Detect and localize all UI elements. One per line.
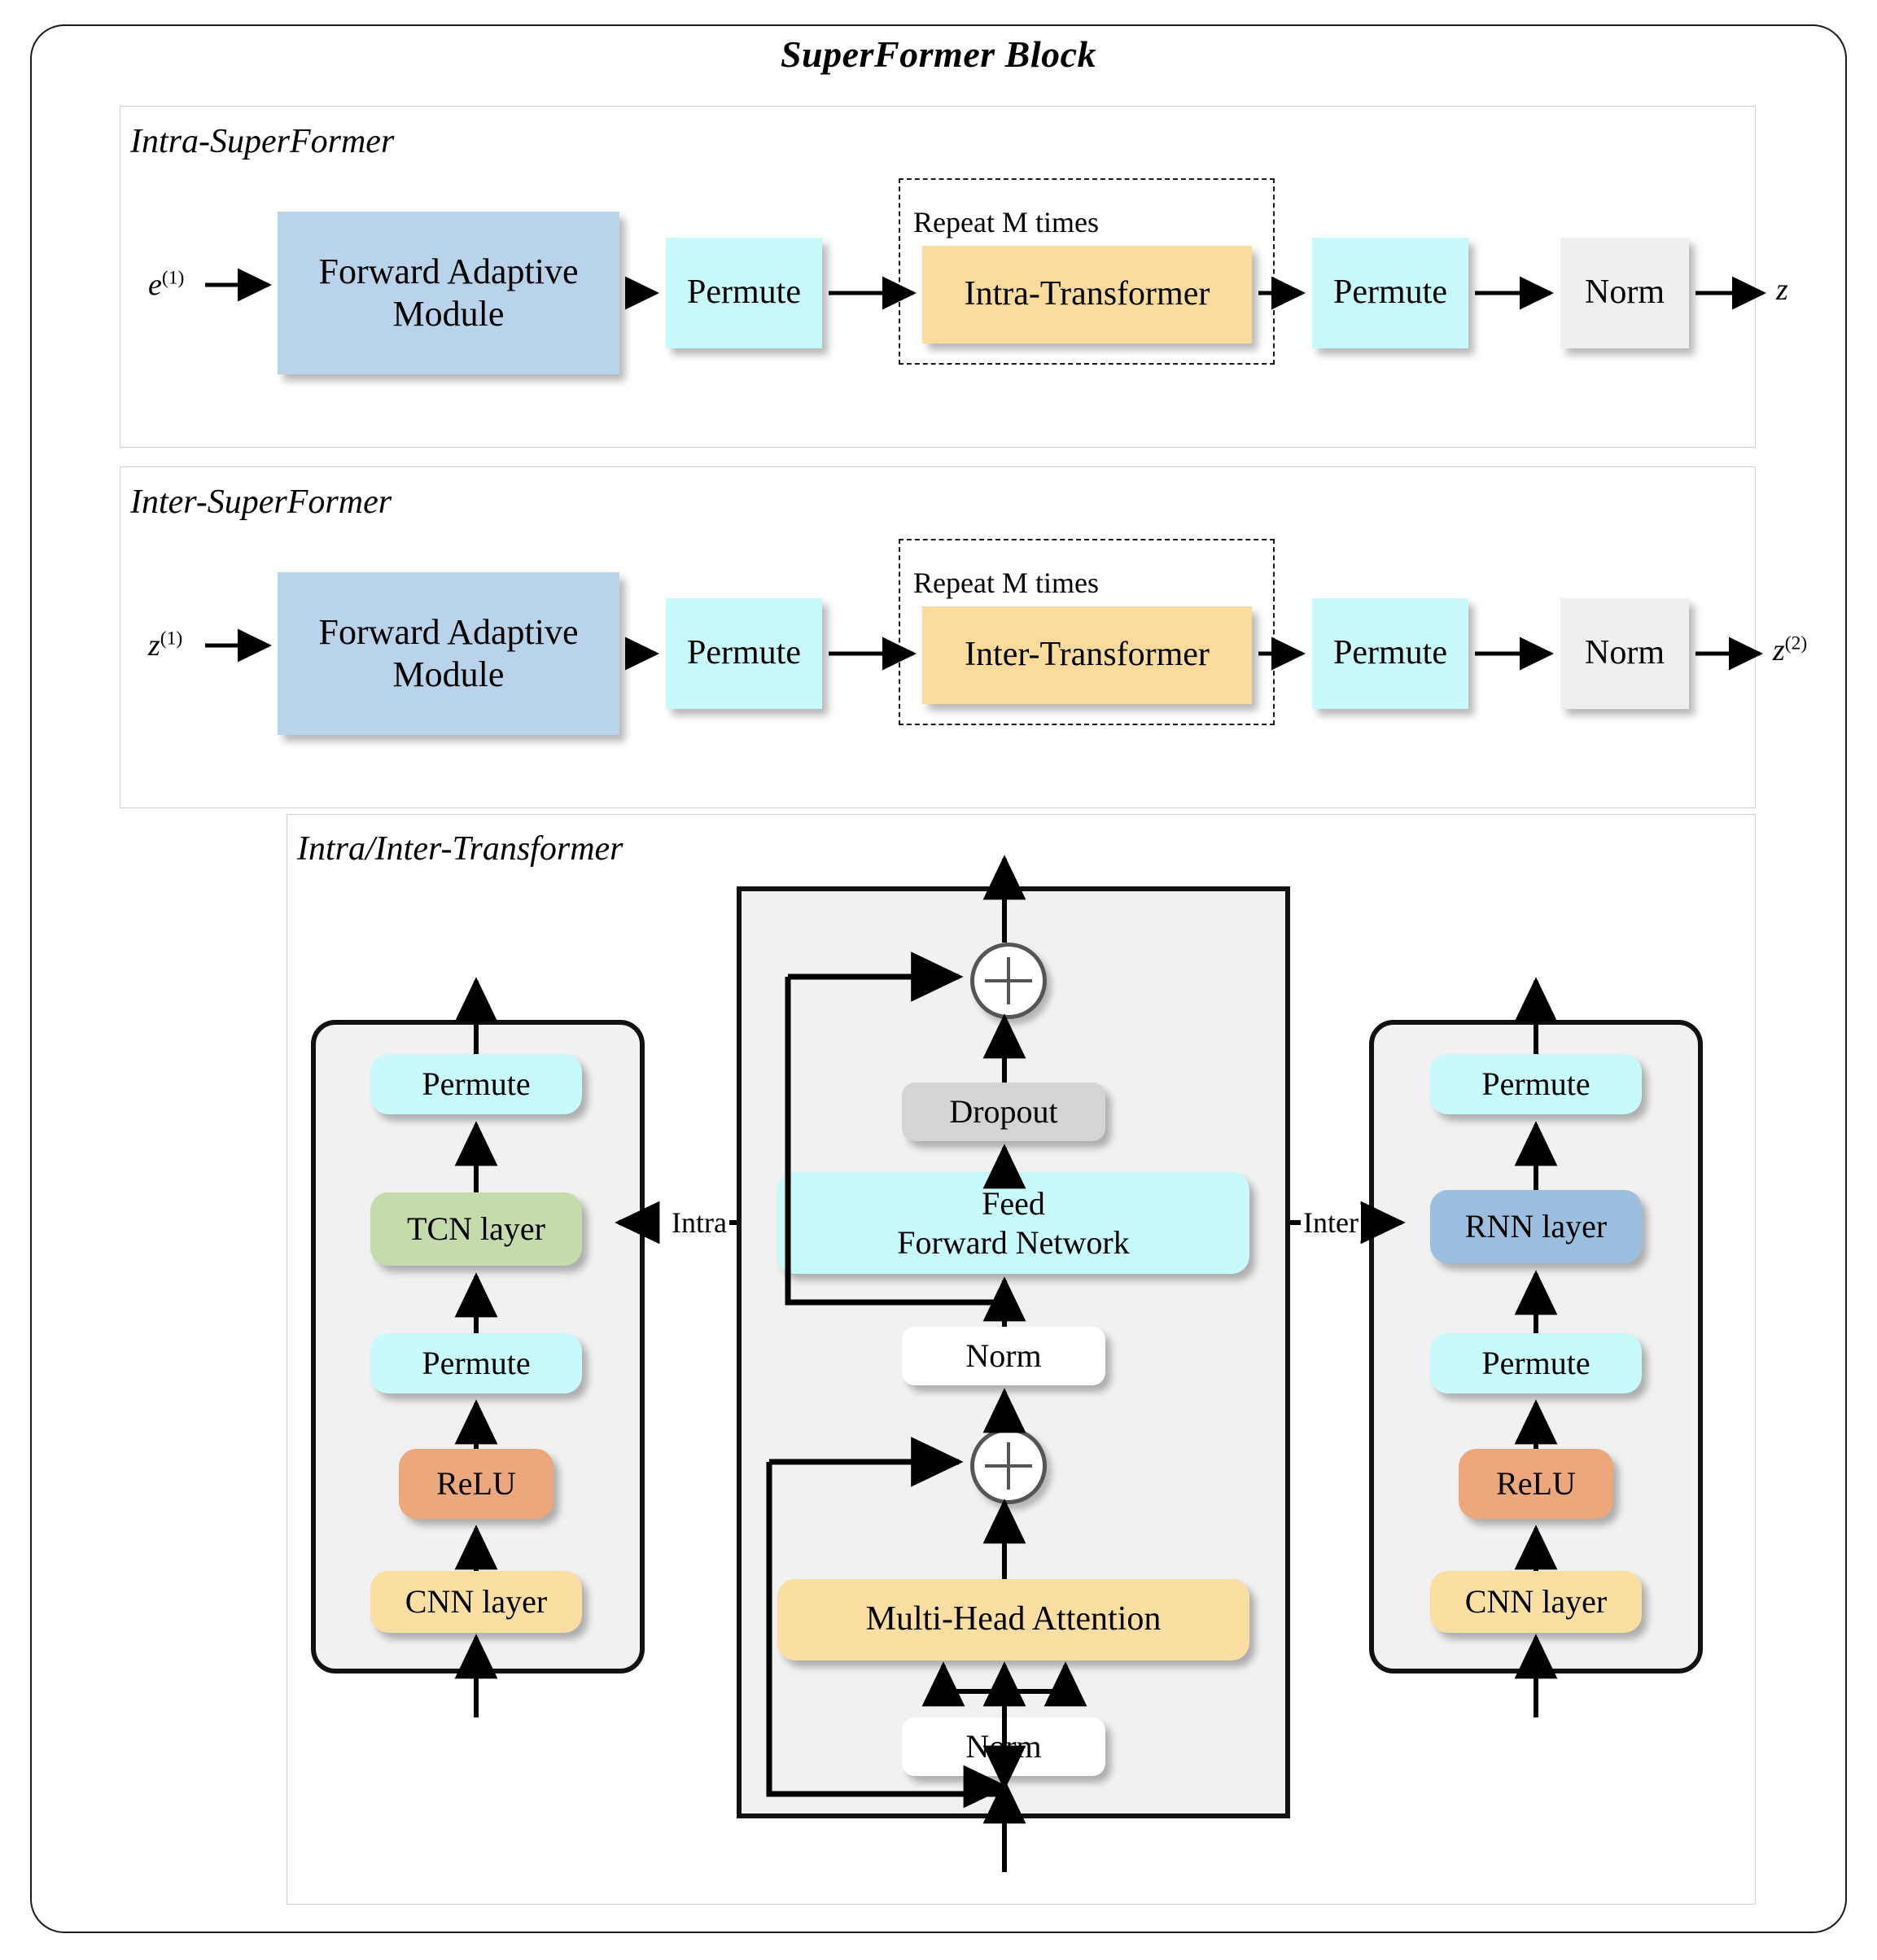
node-rnn-layer[interactable]: RNN layer	[1430, 1190, 1642, 1263]
output-label-intra: z	[1776, 273, 1788, 307]
node-norm-inter[interactable]: Norm	[1560, 598, 1689, 709]
node-norm-intra[interactable]: Norm	[1560, 238, 1689, 348]
outer-frame	[30, 24, 1847, 1933]
repeat-box-intra	[899, 178, 1275, 365]
node-cnn-layer-left[interactable]: CNN layer	[370, 1571, 582, 1633]
node-permute-left-top[interactable]: Permute	[370, 1054, 582, 1114]
add-icon-residual-1	[970, 1428, 1047, 1504]
connector-label-inter: Inter	[1301, 1205, 1361, 1240]
node-cnn-layer-right[interactable]: CNN layer	[1430, 1571, 1642, 1633]
node-permute-inter-1[interactable]: Permute	[666, 598, 822, 709]
repeat-box-inter	[899, 539, 1275, 725]
node-forward-adaptive-module-inter[interactable]: Forward Adaptive Module	[278, 572, 619, 735]
node-norm-bottom[interactable]: Norm	[902, 1717, 1105, 1776]
page-title: SuperFormer Block	[780, 33, 1097, 75]
node-forward-adaptive-module-intra[interactable]: Forward Adaptive Module	[278, 212, 619, 374]
node-relu-right[interactable]: ReLU	[1459, 1449, 1613, 1519]
repeat-label-inter: Repeat M times	[913, 567, 1099, 599]
node-tcn-layer[interactable]: TCN layer	[370, 1192, 582, 1266]
node-permute-right-mid[interactable]: Permute	[1430, 1333, 1642, 1393]
panel-title-transformer: Intra/Inter-Transformer	[297, 830, 623, 868]
node-permute-intra-2[interactable]: Permute	[1312, 238, 1468, 348]
node-inter-transformer[interactable]: Inter-Transformer	[922, 606, 1252, 704]
node-permute-right-top[interactable]: Permute	[1430, 1054, 1642, 1114]
node-relu-left[interactable]: ReLU	[399, 1449, 553, 1519]
node-dropout[interactable]: Dropout	[902, 1083, 1105, 1141]
input-label-inter: z(1)	[148, 628, 183, 663]
node-permute-inter-2[interactable]: Permute	[1312, 598, 1468, 709]
add-icon-residual-2	[970, 943, 1047, 1019]
repeat-label-intra: Repeat M times	[913, 206, 1099, 238]
node-intra-transformer[interactable]: Intra-Transformer	[922, 246, 1252, 343]
panel-title-intra: Intra-SuperFormer	[130, 123, 395, 160]
node-norm-mid[interactable]: Norm	[902, 1327, 1105, 1385]
node-feed-forward-network[interactable]: Feed Forward Network	[777, 1172, 1249, 1274]
output-label-inter: z(2)	[1773, 632, 1808, 667]
node-permute-left-mid[interactable]: Permute	[370, 1333, 582, 1393]
node-permute-intra-1[interactable]: Permute	[666, 238, 822, 348]
node-multi-head-attention[interactable]: Multi-Head Attention	[777, 1579, 1249, 1660]
connector-label-intra: Intra	[669, 1205, 729, 1240]
panel-title-inter: Inter-SuperFormer	[130, 483, 392, 521]
input-label-intra: e(1)	[148, 267, 185, 302]
